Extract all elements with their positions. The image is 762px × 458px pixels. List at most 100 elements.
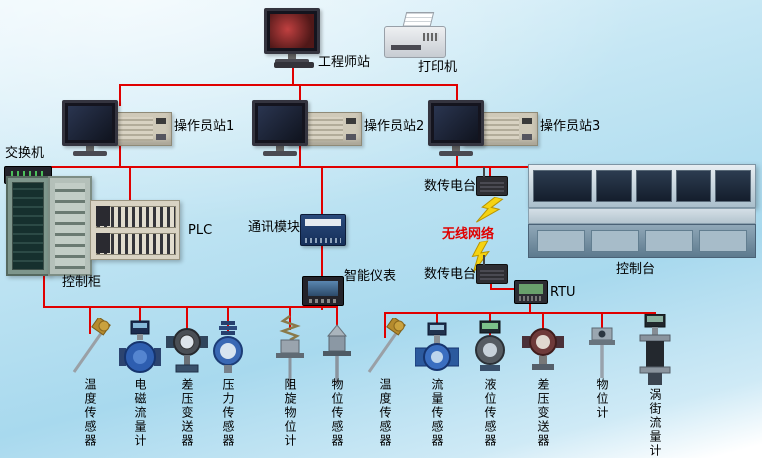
connection-line <box>489 168 491 178</box>
lightning-icon <box>474 194 504 232</box>
monitor-base <box>275 59 309 64</box>
transmitter-icon <box>475 320 505 371</box>
console-screen <box>533 170 593 202</box>
plc-device <box>90 200 180 260</box>
transmitter-icon <box>166 328 208 373</box>
antenna <box>483 255 485 265</box>
console-desk <box>528 208 756 224</box>
rtu-screen <box>519 284 543 294</box>
rack-drive <box>346 118 356 124</box>
rotary-level-icon <box>276 314 304 387</box>
radio-upper-device <box>476 167 508 196</box>
connection-line <box>601 314 603 338</box>
monitor-screen <box>264 8 320 54</box>
plc-label: PLC <box>188 223 213 238</box>
printer-buttons <box>423 33 439 41</box>
operator3-monitor <box>428 100 484 156</box>
connection-line <box>529 302 531 314</box>
rack-drive <box>156 134 166 140</box>
cabinet-panels <box>55 183 85 269</box>
level-gauge <box>580 326 624 385</box>
flowmeter-icon <box>119 320 161 373</box>
thermometer-icon <box>367 316 406 373</box>
cabinet-glass-door <box>12 182 44 270</box>
rack-drive <box>346 134 356 140</box>
control-cabinet-left <box>6 176 50 276</box>
monitor-screen <box>252 100 308 146</box>
console-door <box>645 230 693 252</box>
connection-line <box>321 168 323 216</box>
level-gauge-icon <box>589 327 615 378</box>
monitor-base <box>73 151 107 156</box>
connection-line <box>119 86 121 106</box>
pressure-gauge-icon <box>213 321 243 373</box>
antenna <box>483 167 485 177</box>
sensor-label: 电磁流量计 <box>133 378 147 448</box>
comm-module-device <box>300 214 346 246</box>
comm-module-terminals <box>305 238 341 243</box>
flow-sensor <box>414 322 460 380</box>
sensor-label: 涡街流量计 <box>648 388 662 458</box>
operator2-monitor <box>252 100 308 156</box>
monitor-neck <box>452 146 460 151</box>
console-label: 控制台 <box>616 262 656 277</box>
printer-output-slot <box>391 45 421 50</box>
comm-module-faceplate <box>305 219 341 226</box>
monitor-base <box>263 151 297 156</box>
rack-drive <box>522 134 532 140</box>
sensor-label: 阻旋物位计 <box>283 378 297 448</box>
monitor-neck <box>86 146 94 151</box>
console-door <box>699 230 747 252</box>
console-screen <box>635 170 672 202</box>
connection-line <box>129 168 131 202</box>
rack-drive <box>156 118 166 124</box>
engineer-station-label: 工程师站 <box>318 55 371 70</box>
console-door <box>537 230 585 252</box>
connection-line <box>89 308 91 334</box>
plc-cpu-module <box>96 233 110 253</box>
rack-drive <box>522 118 532 124</box>
connection-line <box>299 144 301 168</box>
switch-label: 交换机 <box>5 146 45 161</box>
temperature-sensor <box>363 316 407 380</box>
vortex-flowmeter-icon <box>639 313 671 385</box>
connection-line <box>186 308 188 334</box>
connection-line <box>119 84 458 86</box>
sensor-label: 物位传感器 <box>330 378 344 448</box>
printer-body <box>384 26 446 58</box>
monitor-neck <box>288 54 296 59</box>
control-cabinet-label: 控制柜 <box>62 275 102 290</box>
dp-transmitter <box>521 320 565 378</box>
monitor-screen-content <box>270 14 314 48</box>
transmitter-icon <box>522 328 564 370</box>
switch-ports <box>11 171 45 179</box>
console-door <box>591 230 639 252</box>
engineer-station-monitor <box>264 8 320 64</box>
operator1-label: 操作员站1 <box>174 119 235 134</box>
smart-instrument-buttons <box>309 299 337 303</box>
rotary-level-gauge <box>268 314 312 393</box>
control-cabinet-right <box>48 176 92 276</box>
sensor-label: 差压变送器 <box>180 378 194 448</box>
flowmeter-icon <box>414 322 460 371</box>
magnetic-flowmeter <box>118 320 162 380</box>
connection-line <box>292 66 294 86</box>
connection-line <box>384 314 386 338</box>
liquid-level-sensor <box>468 320 512 378</box>
wireless-network-label: 无线网络 <box>442 227 495 242</box>
comm-module-label: 通讯模块 <box>248 220 301 235</box>
connection-line <box>490 288 514 290</box>
sensor-label: 物位计 <box>595 378 609 420</box>
console-screen <box>715 170 752 202</box>
operator1-monitor <box>62 100 118 156</box>
connection-line <box>336 308 338 334</box>
connection-line <box>490 282 492 290</box>
control-console-device <box>528 164 756 260</box>
smart-instrument-device <box>302 276 344 306</box>
monitor-neck <box>276 146 284 151</box>
radio-lower-label: 数传电台 <box>424 267 477 282</box>
smart-instrument-screen <box>308 281 338 296</box>
smart-instrument-label: 智能仪表 <box>344 269 397 284</box>
radio-face <box>480 268 504 280</box>
